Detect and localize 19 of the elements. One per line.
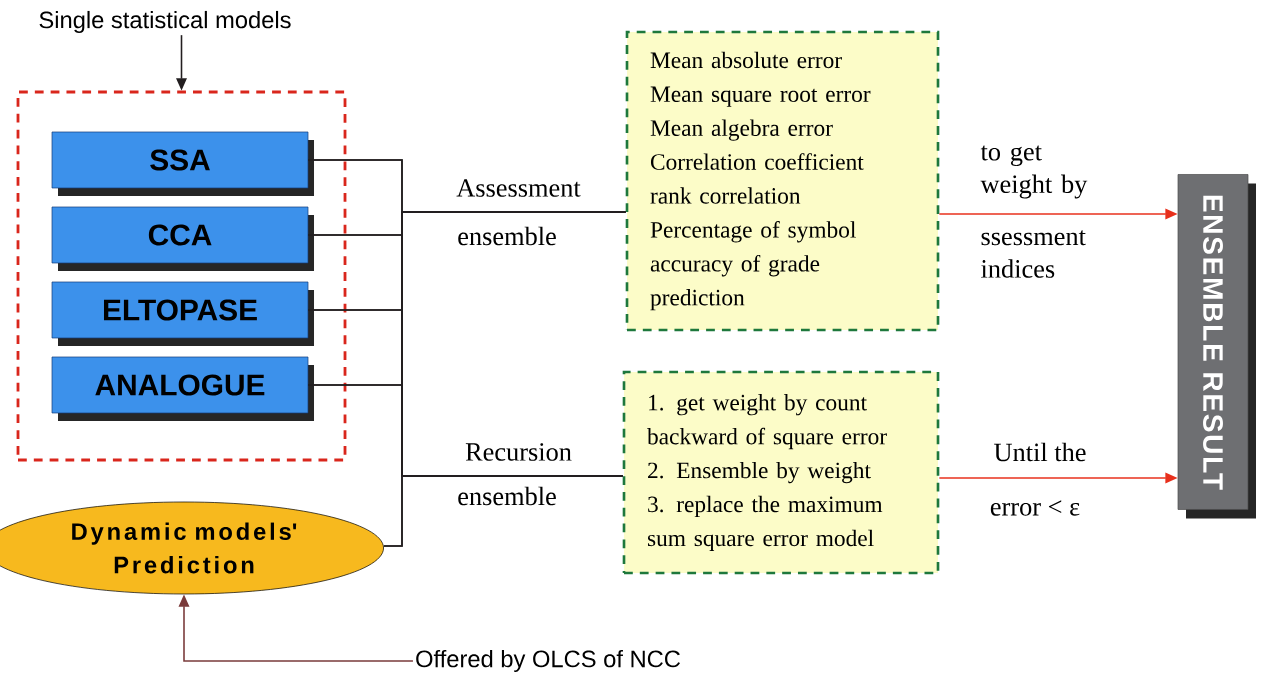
edge-label: to get weight by [980, 145, 1088, 199]
note-box: Mean absolute error Mean square root error Mean algebra error Correlation coefficient rank correlation Percentage of symbol accuracy of grade prediction [625, 30, 940, 332]
model-box: ELTOPASE [51, 281, 314, 346]
caption-text: ssessment indices [981, 230, 1086, 278]
note-box: 1. get weight by count backward of square error 2. Ensemble by weight 3. replace the maximum sum square error model [622, 370, 940, 575]
caption-text: ensemble [458, 226, 556, 246]
result-box: ENSEMBLE RESULT [1177, 174, 1256, 519]
caption-text: Single statistical models [39, 10, 291, 34]
model-box: ANALOGUE [51, 356, 314, 421]
caption-text: Offered by OLCS of NCC [416, 649, 681, 673]
connector [383, 475, 624, 547]
edge-label: Assessment [456, 179, 581, 197]
edge-label: Until the [994, 442, 1086, 462]
caption-text: error < ε [990, 500, 1080, 516]
model-box: CCA [51, 206, 314, 271]
dashed-frame [16, 90, 347, 462]
model-box: SSA [51, 131, 314, 196]
edge-label: Recursion [465, 443, 572, 461]
caption-text: ensemble [458, 486, 556, 506]
